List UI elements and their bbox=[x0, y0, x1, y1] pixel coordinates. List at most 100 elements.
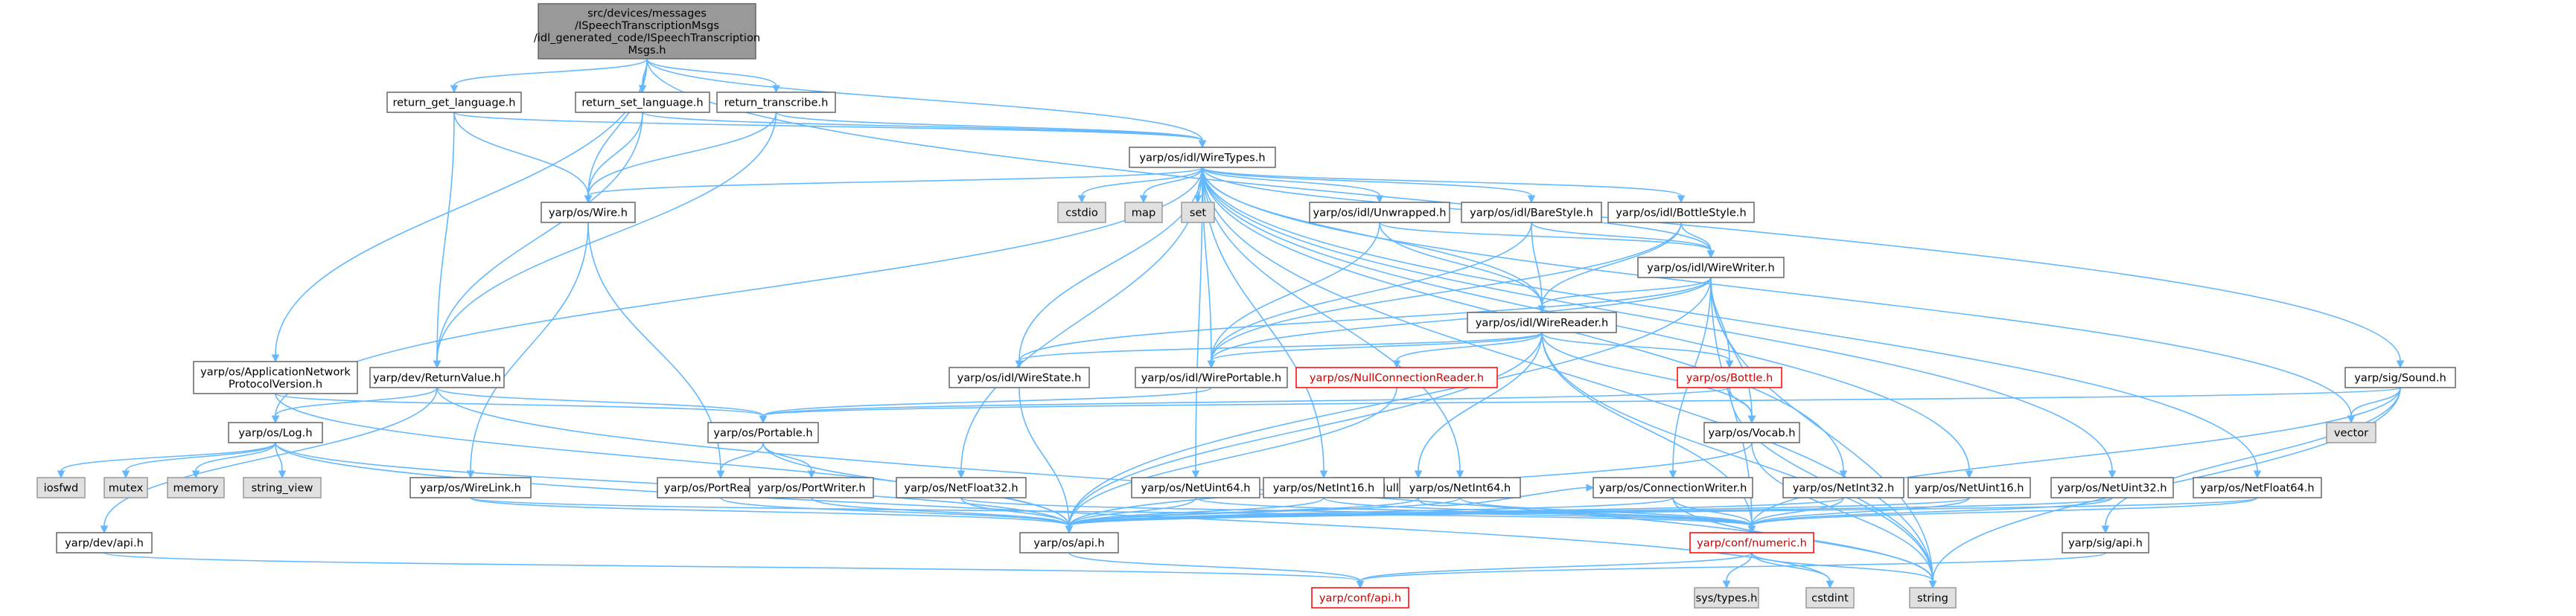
node-nu16[interactable]: yarp/os/NetUint16.h bbox=[1907, 477, 2031, 498]
node-box bbox=[1461, 202, 1602, 223]
edge-line bbox=[1751, 497, 2258, 527]
node-box bbox=[1607, 202, 1755, 223]
node-anpv[interactable]: yarp/os/ApplicationNetworkProtocolVersio… bbox=[193, 361, 358, 394]
node-osapi[interactable]: yarp/os/api.h bbox=[1019, 532, 1119, 554]
node-box bbox=[1263, 477, 1385, 498]
node-wt[interactable]: yarp/os/idl/WireTypes.h bbox=[1129, 147, 1276, 168]
node-wirelink[interactable]: yarp/os/WireLink.h bbox=[409, 477, 532, 498]
node-ws[interactable]: yarp/os/idl/WireState.h bbox=[949, 367, 1090, 388]
node-wr[interactable]: yarp/os/idl/WireReader.h bbox=[1467, 312, 1617, 333]
node-label: cstdint bbox=[1811, 592, 1849, 605]
edge-log-to-iosfwd bbox=[57, 442, 276, 479]
node-set[interactable]: set bbox=[1181, 202, 1215, 223]
node-vocab[interactable]: yarp/os/Vocab.h bbox=[1703, 422, 1800, 443]
node-label: yarp/os/NetFloat32.h bbox=[904, 482, 1018, 495]
node-label: yarp/os/idl/WireState.h bbox=[957, 372, 1082, 385]
node-sound[interactable]: yarp/sig/Sound.h bbox=[2344, 367, 2456, 388]
node-rv[interactable]: yarp/dev/ReturnValue.h bbox=[369, 367, 505, 388]
node-label: /ISpeechTranscriptionMsgs bbox=[575, 19, 719, 32]
node-portwriter[interactable]: yarp/os/PortWriter.h bbox=[749, 477, 874, 498]
node-devapi[interactable]: yarp/dev/api.h bbox=[56, 532, 153, 554]
node-string[interactable]: string bbox=[1909, 587, 1957, 609]
node-systypes[interactable]: sys/types.h bbox=[1694, 587, 1759, 609]
node-label: memory bbox=[173, 482, 219, 495]
node-stringview[interactable]: string_view bbox=[243, 477, 322, 498]
node-cstdio[interactable]: cstdio bbox=[1057, 202, 1106, 223]
edge-sigapi-to-confapi bbox=[1356, 552, 2106, 589]
node-label: yarp/os/NetFloat64.h bbox=[2200, 482, 2314, 495]
edge-line bbox=[436, 387, 764, 417]
edge-wt-to-ni64 bbox=[1202, 167, 1464, 479]
node-ncr[interactable]: yarp/os/NullConnectionReader.h bbox=[1295, 367, 1498, 388]
arrowhead bbox=[584, 195, 593, 204]
node-box bbox=[1703, 422, 1800, 443]
node-wp[interactable]: yarp/os/idl/WirePortable.h bbox=[1135, 367, 1288, 388]
edge-line bbox=[1531, 222, 1543, 307]
node-label: Msgs.h bbox=[628, 44, 666, 57]
node-cstdint[interactable]: cstdint bbox=[1805, 587, 1855, 609]
edge-line bbox=[1396, 332, 1543, 362]
node-numeric[interactable]: yarp/conf/numeric.h bbox=[1689, 532, 1814, 554]
node-confapi[interactable]: yarp/conf/api.h bbox=[1311, 587, 1409, 609]
node-box bbox=[56, 532, 153, 554]
edge-line bbox=[775, 112, 1203, 141]
node-box bbox=[716, 92, 836, 113]
node-vector[interactable]: vector bbox=[2326, 422, 2376, 443]
node-root[interactable]: src/devices/messages/ISpeechTranscriptio… bbox=[534, 3, 760, 60]
node-label: yarp/os/ConnectionWriter.h bbox=[1599, 482, 1747, 495]
node-label: iosfwd bbox=[44, 482, 79, 495]
edge-line bbox=[1710, 277, 1933, 582]
node-mutex[interactable]: mutex bbox=[103, 477, 148, 498]
edge-line bbox=[1541, 277, 1712, 307]
node-portable[interactable]: yarp/os/Portable.h bbox=[707, 422, 819, 443]
node-map[interactable]: map bbox=[1124, 202, 1163, 223]
arrowhead bbox=[2253, 470, 2262, 479]
node-bottle[interactable]: yarp/os/Bottle.h bbox=[1677, 367, 1782, 388]
edge-line bbox=[1018, 167, 1203, 362]
node-bare[interactable]: yarp/os/idl/BareStyle.h bbox=[1461, 202, 1602, 223]
arrowhead bbox=[1139, 195, 1148, 204]
node-box bbox=[1782, 477, 1904, 498]
edge-line bbox=[1541, 332, 1933, 582]
node-ww[interactable]: yarp/os/idl/WireWriter.h bbox=[1637, 257, 1785, 278]
node-label: yarp/os/NetUint16.h bbox=[1915, 482, 2024, 495]
edge-osapi-to-confapi bbox=[1068, 552, 1365, 589]
edge-line bbox=[1418, 332, 1543, 472]
node-label: yarp/os/idl/WireWriter.h bbox=[1647, 262, 1774, 275]
node-rsl[interactable]: return_set_language.h bbox=[575, 92, 710, 113]
edge-line bbox=[646, 58, 1203, 141]
node-memory[interactable]: memory bbox=[167, 477, 225, 498]
edge-root-to-rt bbox=[646, 58, 780, 94]
node-log[interactable]: yarp/os/Log.h bbox=[228, 422, 323, 443]
arrowhead bbox=[1928, 580, 1937, 589]
arrowhead bbox=[1319, 470, 1328, 479]
node-nu64[interactable]: yarp/os/NetUint64.h bbox=[1131, 477, 1260, 498]
edge-line bbox=[1068, 497, 1674, 527]
node-sigapi[interactable]: yarp/sig/api.h bbox=[2062, 532, 2149, 554]
node-nf64[interactable]: yarp/os/NetFloat64.h bbox=[2193, 477, 2322, 498]
edge-rv-to-devapi bbox=[100, 387, 438, 534]
node-label: yarp/os/Log.h bbox=[238, 427, 312, 440]
node-box bbox=[1399, 477, 1521, 498]
node-ni64[interactable]: yarp/os/NetInt64.h bbox=[1399, 477, 1521, 498]
node-box bbox=[707, 422, 819, 443]
edge-line bbox=[1018, 277, 1712, 362]
node-unw[interactable]: yarp/os/idl/Unwrapped.h bbox=[1309, 202, 1450, 223]
node-iosfwd[interactable]: iosfwd bbox=[36, 477, 86, 498]
node-wire[interactable]: yarp/os/Wire.h bbox=[541, 202, 636, 223]
node-label: cstdio bbox=[1065, 207, 1098, 219]
node-cw[interactable]: yarp/os/ConnectionWriter.h bbox=[1593, 477, 1753, 498]
node-ni16[interactable]: yarp/os/NetInt16.h bbox=[1263, 477, 1385, 498]
node-bottlestyle[interactable]: yarp/os/idl/BottleStyle.h bbox=[1607, 202, 1755, 223]
node-rt[interactable]: return_transcribe.h bbox=[716, 92, 836, 113]
edge-rt-to-wire bbox=[584, 112, 777, 204]
edge-line bbox=[1068, 497, 1196, 527]
node-rgl[interactable]: return_get_language.h bbox=[386, 92, 522, 113]
node-nu32[interactable]: yarp/os/NetUint32.h bbox=[2050, 477, 2174, 498]
node-box bbox=[1593, 477, 1753, 498]
node-nf32[interactable]: yarp/os/NetFloat32.h bbox=[896, 477, 1027, 498]
edge-line bbox=[1202, 167, 1933, 582]
edge-line bbox=[587, 58, 648, 196]
node-ni32[interactable]: yarp/os/NetInt32.h bbox=[1782, 477, 1904, 498]
node-label: yarp/conf/numeric.h bbox=[1697, 537, 1807, 550]
